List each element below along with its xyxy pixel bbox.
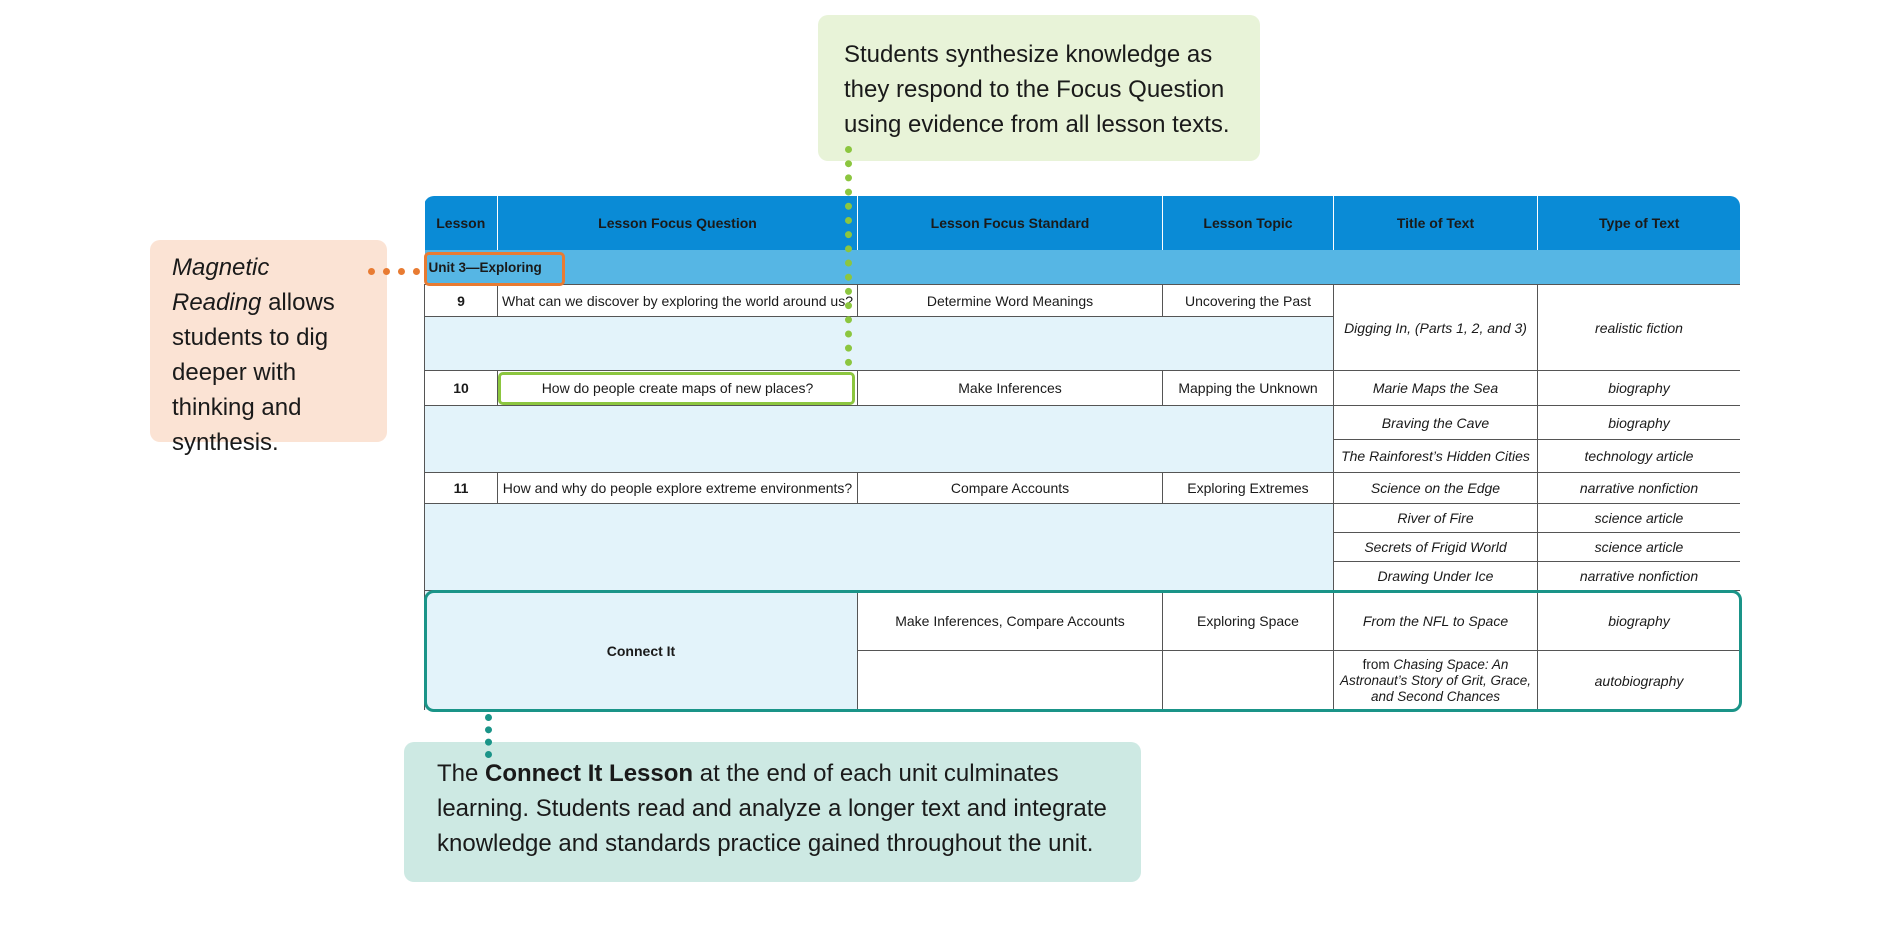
connect-it-label: Connect It [424,590,858,710]
text-type: science article [1537,503,1740,533]
table-row: 11 How and why do people explore extreme… [424,472,1740,504]
connect-it-callout-bold: Connect It Lesson [485,760,694,787]
text-title: Secrets of Frigid World [1333,532,1538,562]
lesson-question: What can we discover by exploring the wo… [497,284,858,317]
table-row: Connect It Make Inferences, Compare Acco… [424,590,1740,710]
focus-question-highlight-box [498,372,855,405]
lesson-standard: Determine Word Meanings [857,284,1163,317]
lesson-topic: Uncovering the Past [1162,284,1334,317]
text-title: Braving the Cave [1333,405,1538,440]
blank-cell [857,650,1163,710]
magnetic-reading-callout: Magnetic Reading allows students to dig … [150,240,387,456]
blank-cell [1162,650,1334,710]
connect-it-highlight-box [424,590,1742,712]
magnetic-reading-title: Magnetic Reading [172,254,270,316]
header-lesson: Lesson [424,196,498,250]
table-row: 10 How do people create maps of new plac… [424,370,1740,406]
text-title: Marie Maps the Sea [1333,370,1538,406]
unit-highlight-box [424,252,565,286]
header-type-of-text: Type of Text [1537,196,1740,250]
magnetic-reading-text: allows students to dig deeper with think… [172,289,335,456]
table-row: The Rainforest’s Hidden Cities technolog… [425,439,1740,473]
lesson-number: 9 [424,284,498,317]
text-type: science article [1537,532,1740,562]
lesson-standard: Make Inferences [857,370,1163,406]
lesson-question: How and why do people explore extreme en… [497,472,858,504]
focus-question-callout: Students synthesize knowledge as they re… [818,15,1260,161]
text-type: realistic fiction [1537,284,1740,371]
text-type: biography [1537,405,1740,440]
text-title: River of Fire [1333,503,1538,533]
unit-label: Unit 3—Exploring [424,250,1740,285]
teal-connector [485,714,492,758]
blank-cell [424,503,1334,591]
table-header-row: Lesson Lesson Focus Question Lesson Focu… [424,196,1740,250]
lesson-number: 10 [424,370,498,406]
lesson-topic: Exploring Extremes [1162,472,1334,504]
table-row: Drawing Under Ice narrative nonfiction [425,561,1740,591]
table-row: Secrets of Frigid World science article [425,532,1740,562]
text-type: narrative nonfiction [1537,561,1740,591]
focus-question-callout-text: Students synthesize knowledge as they re… [844,41,1230,138]
text-title-from: from [1362,656,1394,672]
orange-connector [368,268,420,275]
text-type: technology article [1537,439,1740,473]
header-focus-standard: Lesson Focus Standard [857,196,1163,250]
table-row [424,316,1741,371]
blank-cell [424,405,1334,473]
table-row: Braving the Cave biography [424,405,1740,473]
header-title-of-text: Title of Text [1333,196,1538,250]
text-title: From the NFL to Space [1333,590,1538,651]
table-row: 9 What can we discover by exploring the … [424,284,1740,371]
lesson-question: How do people create maps of new places? [497,370,858,406]
green-connector [845,146,852,366]
connect-it-callout-pre: The [437,760,486,787]
unit-row: Unit 3—Exploring [424,250,1740,285]
text-type: biography [1537,370,1740,406]
text-title: Digging In, (Parts 1, 2, and 3) [1333,284,1538,371]
lesson-number: 11 [424,472,498,504]
text-title-italic: Chasing Space: An Astronaut’s Story of G… [1339,656,1532,704]
header-lesson-topic: Lesson Topic [1162,196,1334,250]
lesson-topic: Mapping the Unknown [1162,370,1334,406]
connect-it-callout: The Connect It Lesson at the end of each… [404,742,1141,882]
table-row: from Chasing Space: An Astronaut’s Story… [425,650,1740,710]
header-focus-question: Lesson Focus Question [497,196,858,250]
table-row: River of Fire science article [424,503,1740,591]
lesson-table: Lesson Lesson Focus Question Lesson Focu… [424,196,1740,710]
text-title: The Rainforest’s Hidden Cities [1333,439,1538,473]
text-title: Drawing Under Ice [1333,561,1538,591]
connect-it-callout-rest: at the end of each unit culminates learn… [437,760,1107,857]
text-title: Science on the Edge [1333,472,1538,504]
text-title: from Chasing Space: An Astronaut’s Story… [1333,650,1538,710]
lesson-standard: Make Inferences, Compare Accounts [857,590,1163,651]
lesson-standard: Compare Accounts [857,472,1163,504]
text-type: autobiography [1537,650,1740,710]
blank-cell [424,316,1334,371]
text-type: narrative nonfiction [1537,472,1740,504]
